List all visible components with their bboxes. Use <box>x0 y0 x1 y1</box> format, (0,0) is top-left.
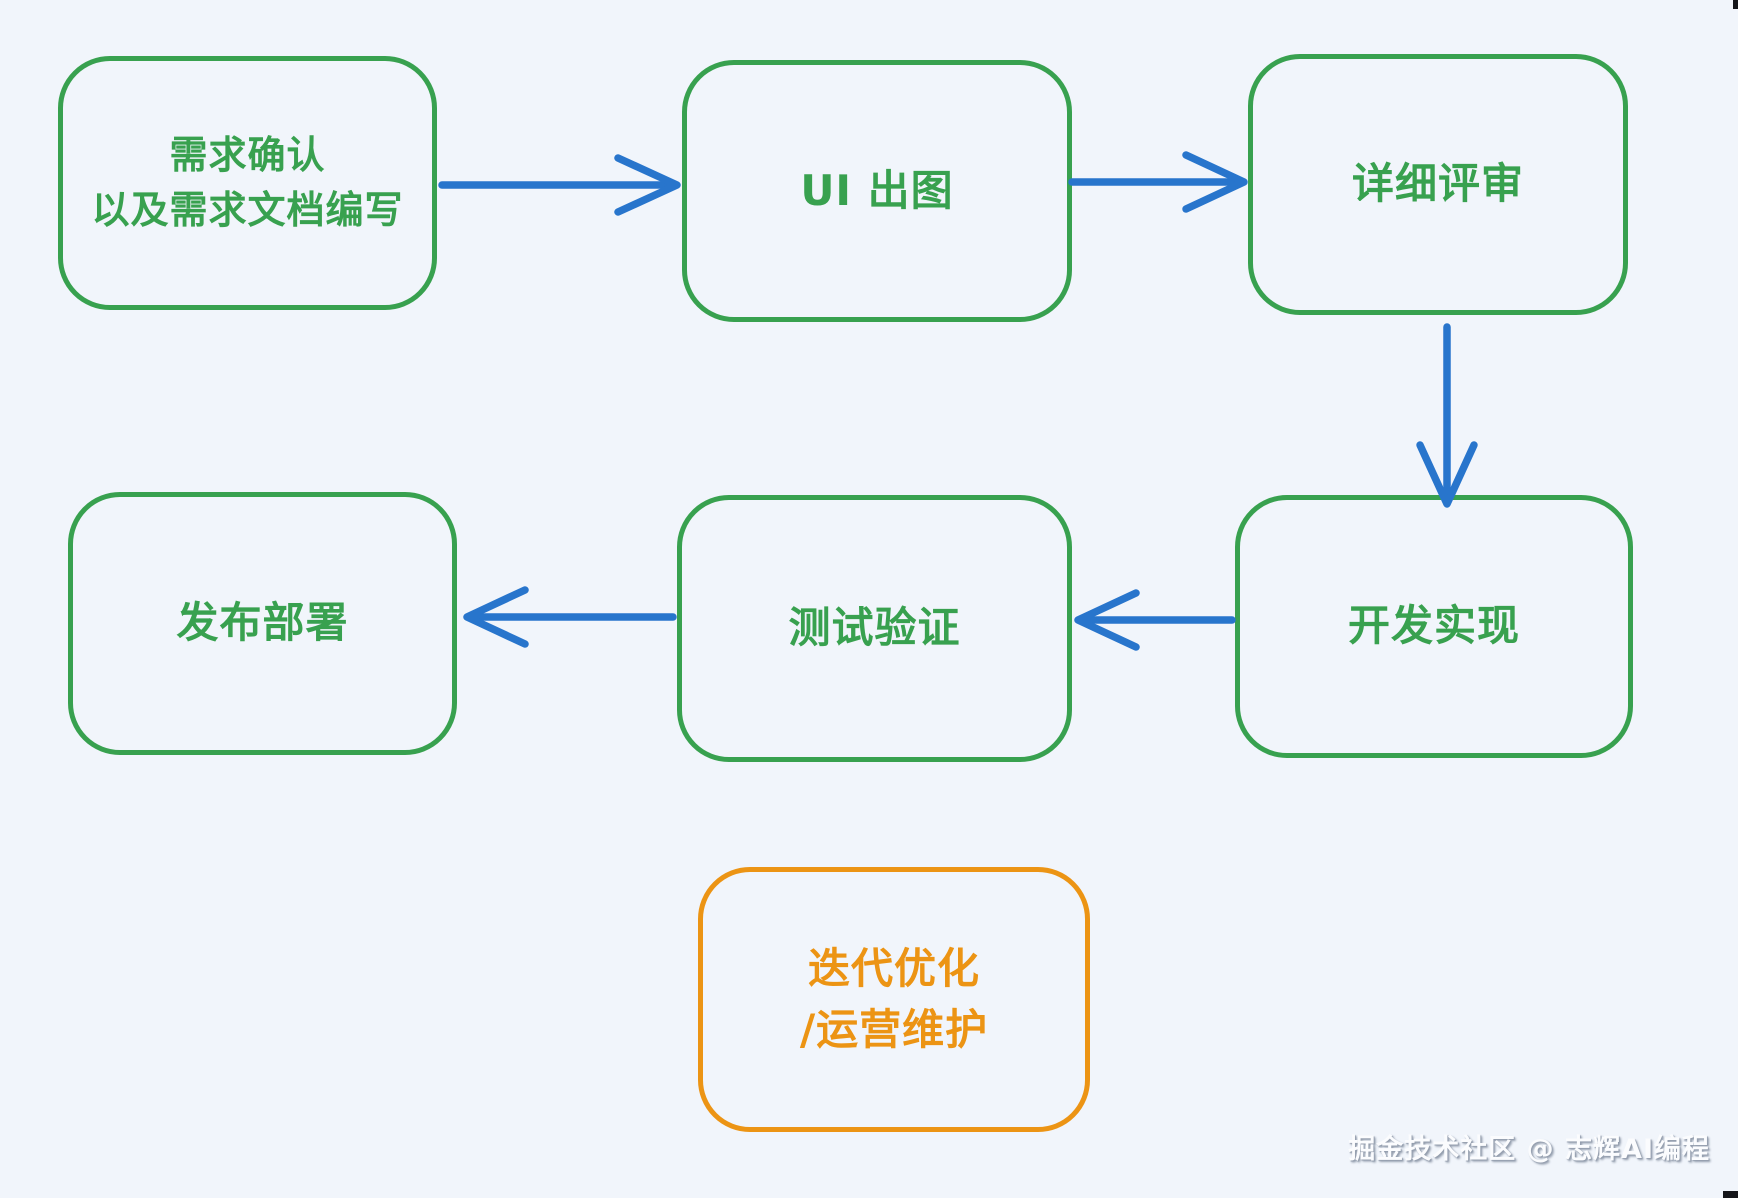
node-requirements-label-line1: 需求确认 <box>169 132 326 177</box>
node-iteration[interactable]: 迭代优化 /运营维护 <box>698 867 1090 1132</box>
arrow-requirements-to-ui-design-icon[interactable] <box>438 150 686 220</box>
node-testing-label: 测试验证 <box>788 603 961 653</box>
arrow-testing-to-release-icon[interactable] <box>461 582 677 652</box>
node-development[interactable]: 开发实现 <box>1235 495 1633 758</box>
arrow-development-to-testing-icon[interactable] <box>1072 585 1236 655</box>
node-ui-design[interactable]: UI 出图 <box>682 60 1072 322</box>
corner-artifact-bottom-right <box>1723 1191 1738 1198</box>
node-release-label: 发布部署 <box>176 598 349 648</box>
node-requirements[interactable]: 需求确认 以及需求文档编写 <box>58 56 437 310</box>
node-ui-design-label: UI 出图 <box>800 165 954 215</box>
node-detailed-review[interactable]: 详细评审 <box>1248 54 1628 315</box>
node-testing[interactable]: 测试验证 <box>677 495 1072 762</box>
watermark-text: 掘金技术社区 @ 志辉AI编程 <box>1348 1134 1710 1165</box>
node-release[interactable]: 发布部署 <box>68 492 457 755</box>
node-requirements-label-line2: 以及需求文档编写 <box>91 188 404 232</box>
arrow-detailed-review-to-development-icon[interactable] <box>1412 323 1482 511</box>
node-iteration-label-line1: 迭代优化 <box>807 943 980 993</box>
node-development-label: 开发实现 <box>1347 601 1520 651</box>
arrow-ui-design-to-detailed-review-icon[interactable] <box>1068 147 1252 217</box>
node-iteration-label-line2: /运营维护 <box>799 1004 989 1054</box>
corner-artifact-top-right <box>1733 0 1738 9</box>
node-detailed-review-label: 详细评审 <box>1351 159 1524 209</box>
